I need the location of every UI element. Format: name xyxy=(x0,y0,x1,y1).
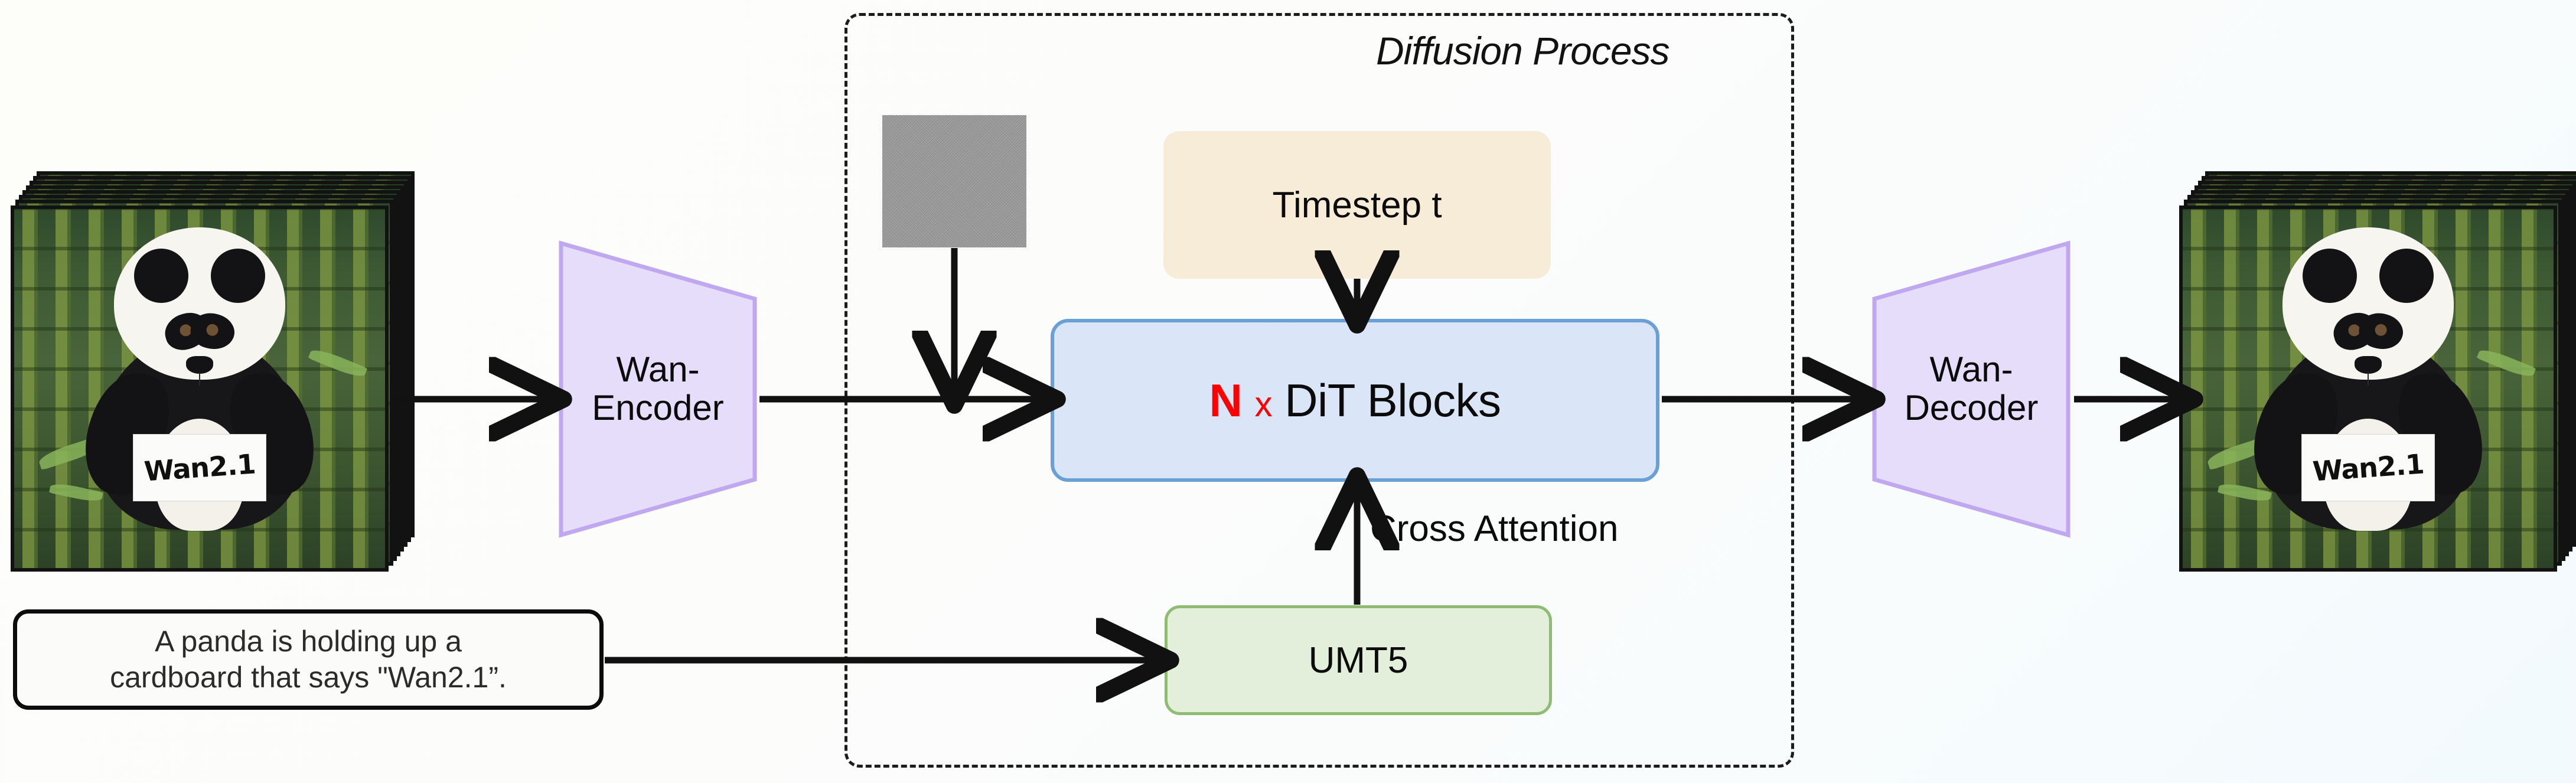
cardboard-sign: Wan2.1 xyxy=(133,434,266,502)
timestep-label: Timestep t xyxy=(1272,184,1442,226)
prompt-line-1: A panda is holding up a xyxy=(155,625,462,658)
wan-decoder-label: Wan- Decoder xyxy=(1871,240,2072,539)
diffusion-process-label: Diffusion Process xyxy=(1376,29,1670,73)
input-video-stack: Wan2.1 xyxy=(11,171,424,573)
encoder-line-2: Encoder xyxy=(592,388,724,428)
prompt-line-2: cardboard that says "Wan2.1”. xyxy=(110,661,507,694)
output-video-stack: Wan2.1 xyxy=(2179,171,2576,573)
sign-text: Wan2.1 xyxy=(2311,448,2425,488)
decoder-line-1: Wan- xyxy=(1929,350,2013,390)
wan-decoder-block[interactable]: Wan- Decoder xyxy=(1871,240,2072,539)
umt5-label: UMT5 xyxy=(1308,640,1408,681)
prompt-text: A panda is holding up a cardboard that s… xyxy=(93,624,523,696)
dit-blocks-block[interactable]: N x DiT Blocks xyxy=(1051,319,1659,482)
umt5-block[interactable]: UMT5 xyxy=(1165,605,1552,715)
gaussian-noise-patch xyxy=(882,115,1026,247)
dit-multiply-sign: x xyxy=(1254,384,1273,424)
dit-blocks-label: N x DiT Blocks xyxy=(1209,374,1502,428)
video-frame-front: Wan2.1 xyxy=(11,205,389,572)
decoder-line-2: Decoder xyxy=(1904,388,2039,428)
panda-illustration: Wan2.1 xyxy=(2241,209,2495,531)
timestep-block[interactable]: Timestep t xyxy=(1163,131,1551,279)
panda-illustration: Wan2.1 xyxy=(73,209,327,531)
cardboard-sign: Wan2.1 xyxy=(2301,434,2435,502)
wan-encoder-label: Wan- Encoder xyxy=(557,240,758,539)
diffusion-process-region xyxy=(844,13,1794,768)
dit-label-text: DiT Blocks xyxy=(1284,374,1501,426)
cross-attention-label: Cross Attention xyxy=(1370,508,1619,549)
sign-text: Wan2.1 xyxy=(143,448,256,488)
prompt-textbox[interactable]: A panda is holding up a cardboard that s… xyxy=(13,609,604,710)
wan-encoder-block[interactable]: Wan- Encoder xyxy=(557,240,758,539)
encoder-line-1: Wan- xyxy=(616,350,700,390)
video-frame-front: Wan2.1 xyxy=(2179,205,2557,572)
dit-repeat-count: N xyxy=(1209,374,1243,426)
